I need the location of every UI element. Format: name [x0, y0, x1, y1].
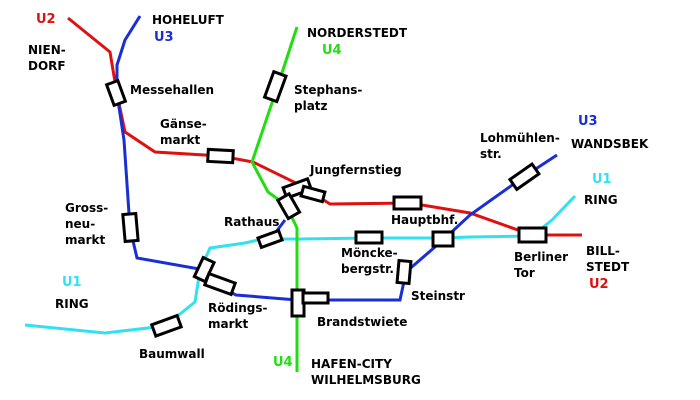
terminal-hafencity-wilhelmsburg: HAFEN-CITY WILHELMSBURG [311, 357, 421, 387]
u3-line-tag-east: U3 [578, 114, 598, 129]
station-marker-lohmuehlenstr[interactable] [507, 161, 541, 192]
terminal-ring-west: RING [55, 297, 89, 311]
terminal-ring-east: RING [584, 193, 618, 207]
station-marker-stephansplatz[interactable] [262, 69, 288, 104]
u2-line-tag-east: U2 [589, 277, 609, 292]
u4-line-tag-south: U4 [273, 355, 293, 370]
station-marker-rathaus-2[interactable] [256, 228, 284, 250]
station-marker-roedingsmarkt-1[interactable] [192, 255, 217, 284]
station-label-berliner-tor: Berliner Tor [514, 250, 569, 280]
station-marker-hauptbhf-red[interactable] [392, 195, 423, 211]
terminal-hoheluft: HOHELUFT [152, 13, 224, 27]
station-label-moenckebergstr: Möncke- bergstr. [341, 246, 398, 276]
station-marker-grossneumarkt[interactable] [121, 211, 140, 244]
station-label-brandstwiete: Brandstwiete [317, 315, 408, 329]
station-marker-jungfernstieg-2[interactable] [299, 184, 327, 204]
station-marker-baumwall[interactable] [149, 313, 184, 339]
station-label-stephansplatz: Stephans- platz [294, 83, 363, 113]
u3-line-tag-north: U3 [154, 30, 174, 45]
station-marker-roedingsmarkt-2[interactable] [202, 271, 238, 297]
station-marker-rathaus-1[interactable] [275, 191, 302, 221]
station-marker-berliner-tor[interactable] [517, 226, 548, 244]
u1-line-tag-west: U1 [62, 275, 82, 290]
station-marker-brandstwiete-2[interactable] [301, 291, 330, 305]
u4-line-tag-north: U4 [322, 43, 342, 58]
station-label-jungfernstieg: Jungfernstieg [310, 163, 402, 177]
station-label-grossneumarkt: Gross- neu- markt [65, 201, 109, 247]
station-label-roedingsmarkt: Rödings- markt [208, 301, 268, 331]
station-marker-moenckebergstr[interactable] [354, 230, 384, 245]
station-label-baumwall: Baumwall [139, 347, 205, 361]
station-label-rathaus: Rathaus [224, 215, 280, 229]
u2-line-tag-north: U2 [36, 12, 56, 27]
terminal-norderstedt: NORDERSTEDT [307, 26, 408, 40]
terminal-billstedt: BILL- STEDT [586, 244, 630, 274]
terminal-niendorf: NIEN- DORF [28, 43, 66, 73]
station-marker-hauptbhf-cyan[interactable] [431, 230, 455, 248]
station-marker-steinstr[interactable] [395, 258, 413, 286]
station-label-lohmuehlenstr: Lohmühlen- str. [480, 131, 560, 161]
u1-line-tag-east: U1 [592, 172, 612, 187]
station-label-hauptbhf: Hauptbhf. [391, 213, 459, 227]
station-marker-messehallen[interactable] [104, 78, 128, 108]
station-label-steinstr: Steinstr [411, 289, 465, 303]
station-marker-gaensemarkt[interactable] [206, 147, 235, 165]
station-label-gaensemarkt: Gänse- markt [160, 117, 207, 147]
terminal-wandsbek: WANDSBEK [571, 137, 649, 151]
station-label-messehallen: Messehallen [130, 83, 215, 97]
